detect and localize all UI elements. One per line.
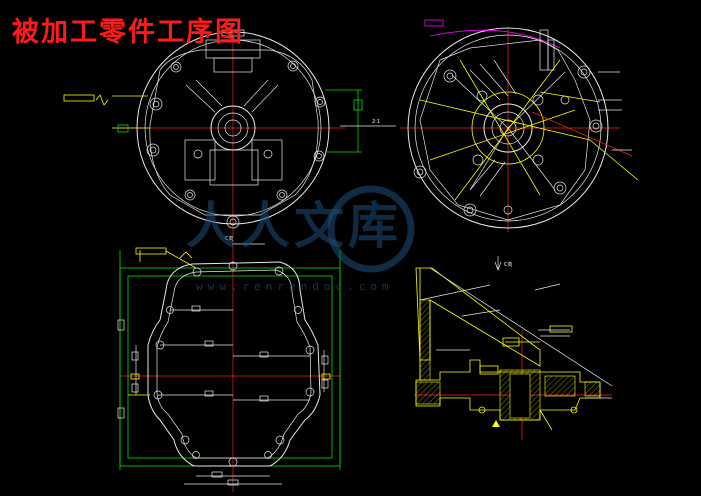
svg-text:C向: C向 — [225, 235, 234, 242]
svg-text:C向: C向 — [504, 261, 513, 268]
svg-text:2:1: 2:1 — [372, 119, 380, 125]
section-view: C向 — [414, 256, 613, 440]
front-view-left: 2:1 — [63, 28, 396, 238]
drawing-title: 被加工零件工序图 — [12, 17, 244, 48]
c-view-outline: C向 — [117, 235, 341, 492]
front-view-right — [400, 19, 639, 232]
